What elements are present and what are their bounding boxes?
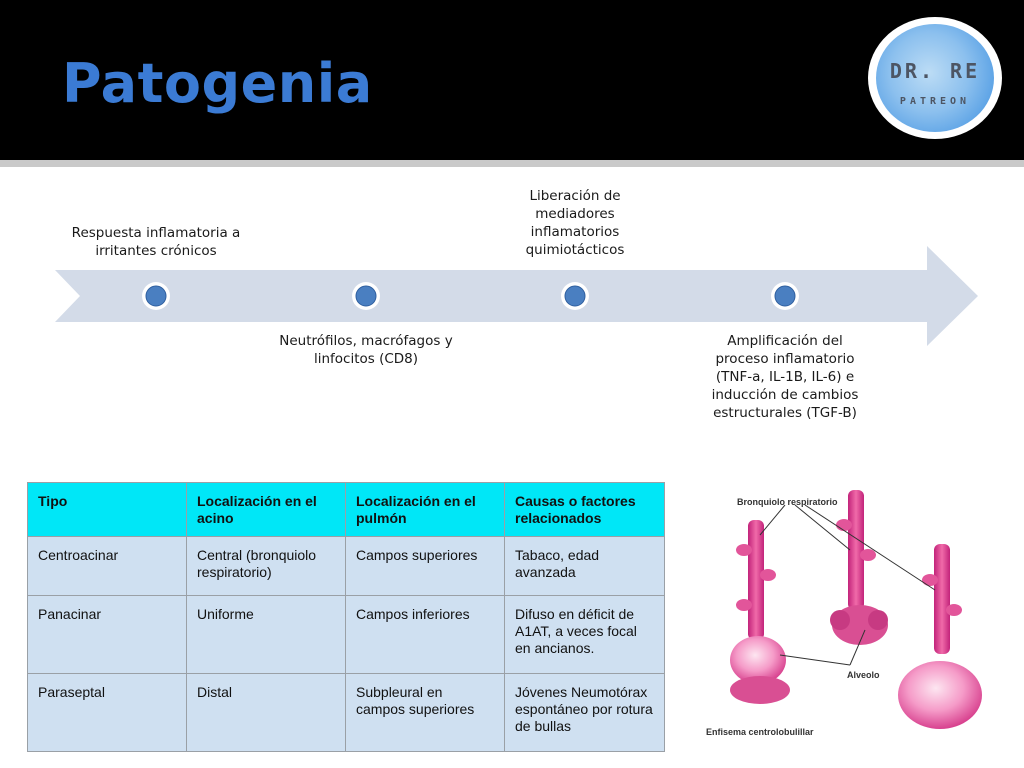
header-localizacion-acino: Localización en el acino [186,482,346,537]
table-row: Centroacinar Central (bronquiolo respira… [27,536,665,596]
table-cell: Panacinar [27,594,187,674]
table-cell: Uniforme [186,594,346,674]
timeline-arrow [55,246,978,346]
header-causas: Causas o factores relacionados [504,482,665,537]
timeline-step-2-label: Neutrófilos, macrófagos y linfocitos (CD… [279,333,453,367]
table-cell: Tabaco, edad avanzada [504,536,665,596]
label-pointer-lines [759,504,936,666]
header-band [0,0,1024,160]
slide-title: Patogenia [62,52,373,115]
table-cell: Central (bronquiolo respiratorio) [186,536,346,596]
table-header-row: Tipo Localización en el acino Localizaci… [27,482,665,537]
label-alveolo: Alveolo [847,670,880,680]
caption-enfisema-centrolobulillar: Enfisema centrolobulillar [706,727,814,737]
header-localizacion-pulmon: Localización en el pulmón [345,482,505,537]
table-cell: Jóvenes Neumotórax espontáneo por rotura… [504,672,665,753]
table-cell: Difuso en déficit de A1AT, a veces focal… [504,594,665,674]
timeline-arrow-shape [55,246,978,346]
label-bronquiolo-respiratorio: Bronquiolo respiratorio [737,497,838,507]
left-bronchiole [730,520,790,704]
timeline-node-1 [142,282,170,310]
right-bronchiole [898,544,982,729]
logo-watercolor-badge [876,24,994,132]
timeline-step-1-label: Respuesta inflamatoria a irritantes crón… [71,225,241,259]
logo-text-primary: DR. RE [889,59,981,83]
header-divider [0,160,1024,167]
emphysema-illustration: Bronquiolo respiratorio Alveolo Enfisema… [700,480,990,750]
emphysema-types-table: Tipo Localización en el acino Localizaci… [27,482,665,753]
timeline-node-3 [561,282,589,310]
table-cell: Centroacinar [27,536,187,596]
lung-acinus-drawing [730,490,982,729]
timeline-step-4-label: Amplificación del proceso inflamatorio (… [711,333,859,421]
timeline-step-3-label: Liberación de mediadores inflamatorios q… [525,188,625,258]
header-tipo: Tipo [27,482,187,537]
logo-text-secondary: PATREON [899,96,971,107]
timeline-node-4 [771,282,799,310]
timeline-node-2 [352,282,380,310]
table-cell: Paraseptal [27,672,187,753]
table-cell: Distal [186,672,346,753]
table-cell: Subpleural en campos superiores [345,672,505,753]
table-cell: Campos superiores [345,536,505,596]
dr-re-patreon-logo: DR. RE PATREON [868,17,1002,139]
middle-bronchiole [830,490,888,645]
table-row: Panacinar Uniforme Campos inferiores Dif… [27,594,665,674]
table-row: Paraseptal Distal Subpleural en campos s… [27,672,665,753]
table-cell: Campos inferiores [345,594,505,674]
